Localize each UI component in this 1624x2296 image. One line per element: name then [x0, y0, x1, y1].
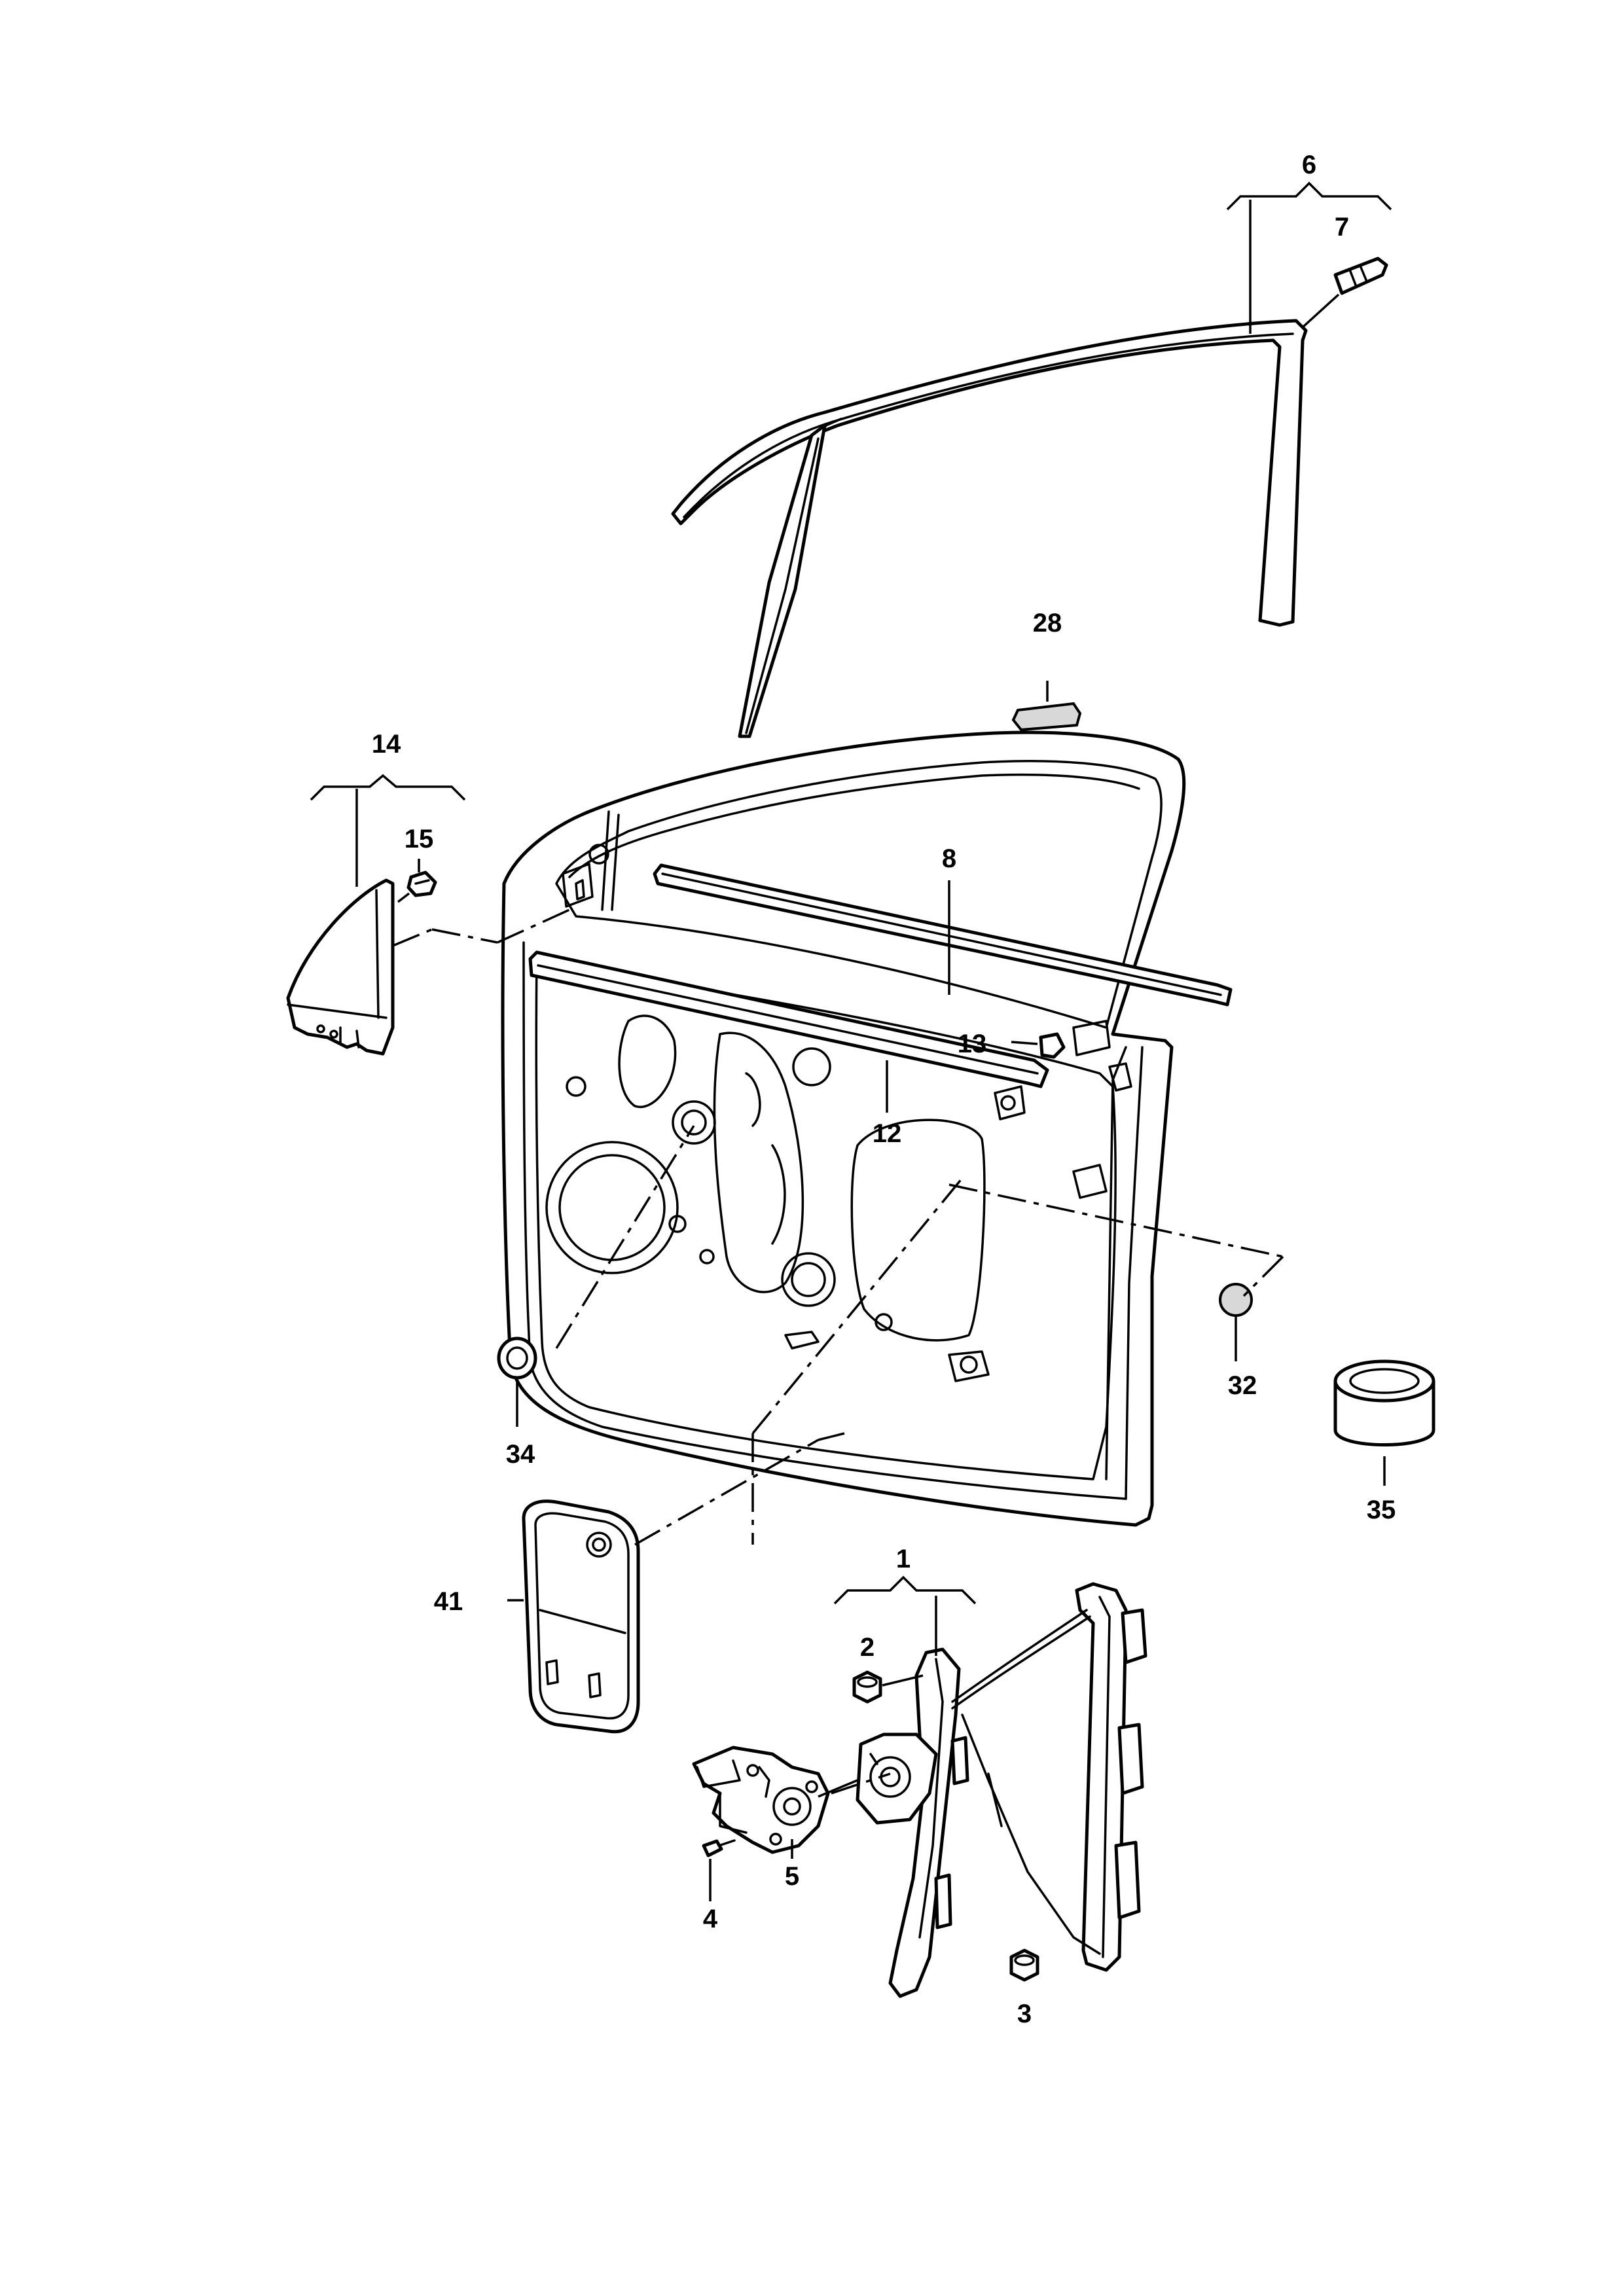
- inner-window-strip-part-12: [528, 950, 1049, 1113]
- door-shell: [501, 730, 1186, 1527]
- window-frame-seal: [671, 319, 1308, 738]
- callout-15: 15: [405, 825, 434, 853]
- callout-4: 4: [703, 1905, 718, 1933]
- screw-part-7: [1301, 257, 1388, 329]
- callout-1: 1: [896, 1545, 911, 1573]
- callout-34: 34: [506, 1440, 535, 1469]
- assembly-lines: [392, 908, 1284, 1795]
- callout-6: 6: [1302, 151, 1316, 179]
- plug-part-32: [1219, 1283, 1253, 1317]
- mirror-triangle-cover-part-14: [286, 878, 395, 1056]
- screw-part-4: [702, 1839, 736, 1901]
- callout-7: 7: [1335, 213, 1349, 242]
- nut-part-2: [852, 1670, 924, 1704]
- callout-32: 32: [1228, 1371, 1257, 1400]
- outer-window-strip-part-8: [653, 863, 1233, 1007]
- callout-12: 12: [873, 1119, 902, 1148]
- callout-35: 35: [1367, 1496, 1396, 1524]
- callout-3: 3: [1017, 2000, 1032, 2028]
- sealing-panel-part-41: [507, 1499, 640, 1734]
- clip-part-15: [397, 859, 437, 903]
- clip-part-13: [1011, 1032, 1066, 1059]
- callout-2: 2: [860, 1633, 875, 1662]
- window-regulator-part-1: [856, 1582, 1147, 1998]
- window-motor-part-5: [692, 1746, 858, 1859]
- nut-part-3: [1009, 1948, 1039, 1982]
- callout-28: 28: [1033, 609, 1062, 637]
- callout-8: 8: [942, 844, 956, 873]
- callout-14: 14: [372, 730, 401, 759]
- tape-roll-part-35: [1333, 1359, 1435, 1446]
- callout-5: 5: [785, 1862, 799, 1891]
- callout-13: 13: [958, 1030, 987, 1058]
- plug-part-34: [497, 1336, 537, 1427]
- callout-labels: 1 2 3 4 5 6 7 8 12 13 14 15 28 32 34 35 …: [372, 151, 1396, 2028]
- foam-pad-part-28: [1011, 681, 1082, 732]
- callout-brackets: [310, 181, 1392, 1656]
- callout-41: 41: [434, 1587, 463, 1616]
